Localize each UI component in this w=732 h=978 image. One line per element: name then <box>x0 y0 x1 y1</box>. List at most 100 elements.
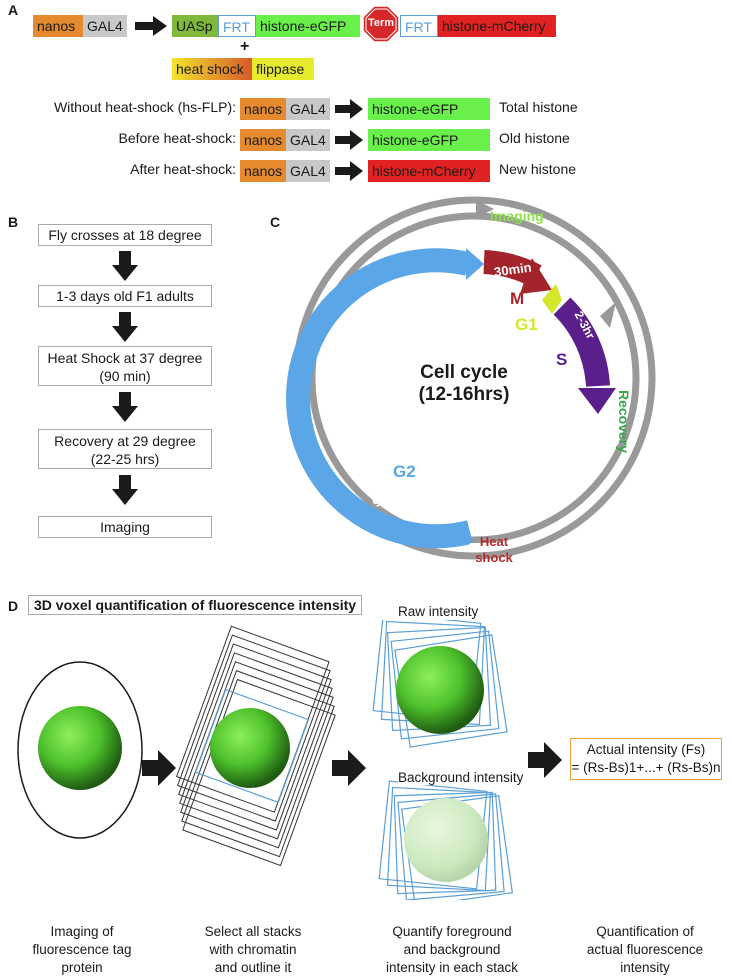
track-arrowhead <box>476 200 494 218</box>
gal4-segment: GAL4 <box>286 129 330 151</box>
g1-marker <box>542 284 562 314</box>
step-caption-imaging: Imaging of fluorescence tag protein <box>20 923 144 977</box>
s-phase-arc <box>553 297 610 388</box>
row-label: Before heat-shock: <box>118 130 236 146</box>
heat-shock-label: Heat shock <box>462 534 526 566</box>
arrow-icon <box>332 750 366 786</box>
terminator-icon <box>362 5 400 43</box>
caption-line: Imaging of <box>50 924 114 939</box>
arrow-icon <box>335 99 363 119</box>
row-label: After heat-shock: <box>130 161 236 177</box>
raw-sphere <box>396 646 484 734</box>
chromatin-outline <box>194 688 310 804</box>
uasp-segment: UASp <box>172 15 218 37</box>
flow-step-text: Fly crosses at 18 degree <box>48 227 202 243</box>
nanos-segment: nanos <box>240 160 286 182</box>
caption-line: intensity in each stack <box>385 960 519 975</box>
gal4-segment: GAL4 <box>83 15 127 37</box>
nanos-segment: nanos <box>240 98 286 120</box>
panel-c-label: C <box>270 214 281 230</box>
row-result: New histone <box>499 161 577 177</box>
step-caption-select: Select all stacks with chromatin and out… <box>182 923 324 977</box>
flow-step-heat-shock: Heat Shock at 37 degree (90 min) <box>38 346 212 386</box>
flow-step-adults: 1-3 days old F1 adults <box>38 285 212 307</box>
cell-cycle-title-line1: Cell cycle <box>420 362 508 383</box>
flow-step-recovery: Recovery at 29 degree (22-25 hrs) <box>38 429 212 469</box>
heat-shock-line2: shock <box>475 550 513 565</box>
caption-line: protein <box>61 960 103 975</box>
quantification-diagram <box>17 620 562 900</box>
track-arrowhead <box>600 302 616 328</box>
s-arrowhead <box>578 388 616 414</box>
plus-sign: + <box>240 38 250 55</box>
nanos-segment: nanos <box>33 15 83 37</box>
g2-arrowhead <box>466 248 484 280</box>
down-arrow-icon <box>112 392 138 422</box>
raw-intensity-label: Raw intensity <box>398 604 479 619</box>
flippase-segment: flippase <box>252 58 314 80</box>
g2-phase-label: G2 <box>393 462 416 481</box>
fluorescent-sphere <box>210 708 290 788</box>
flow-step-text: Imaging <box>100 519 150 535</box>
step-caption-actual: Quantification of actual fluorescence in… <box>568 923 722 977</box>
heat-shock-line1: Heat <box>479 534 509 549</box>
background-intensity-label: Background intensity <box>398 770 524 785</box>
row-result: Total histone <box>499 99 578 115</box>
caption-line: actual fluorescence <box>586 942 704 957</box>
caption-line: with chromatin <box>209 942 297 957</box>
heat-shock-segment: heat shock <box>172 58 252 80</box>
actual-intensity-title: Actual intensity (Fs) <box>586 742 706 757</box>
row-label: Without heat-shock (hs-FLP): <box>53 99 236 115</box>
histone-egfp-segment: histone-eGFP <box>256 15 360 37</box>
arrow-icon <box>335 130 363 150</box>
gal4-segment: GAL4 <box>286 98 330 120</box>
g1-phase-label: G1 <box>515 315 538 334</box>
cell-cycle-title-line2: (12-16hrs) <box>418 384 510 405</box>
flow-step-imaging: Imaging <box>38 516 212 538</box>
caption-line: fluorescence tag <box>32 942 132 957</box>
caption-line: Quantify foreground <box>392 924 512 939</box>
panel-b-label: B <box>8 214 19 230</box>
nanos-segment: nanos <box>240 129 286 151</box>
histone-mcherry-segment: histone-mCherry <box>438 15 556 37</box>
flow-step-text: 1-3 days old F1 adults <box>56 288 194 304</box>
m-phase-label: M <box>510 289 525 308</box>
frt-segment-1: FRT <box>218 15 256 37</box>
caption-line: intensity <box>620 960 670 975</box>
arrow-icon <box>142 750 176 786</box>
gal4-segment: GAL4 <box>286 160 330 182</box>
arrow-icon <box>135 16 167 36</box>
imaging-text: Imaging <box>490 208 544 224</box>
down-arrow-icon <box>112 475 138 505</box>
arrow-icon <box>528 742 562 778</box>
flow-step-crosses: Fly crosses at 18 degree <box>38 224 212 246</box>
down-arrow-icon <box>112 312 138 342</box>
histone-mcherry-segment: histone-mCherry <box>368 160 490 182</box>
panel-a-label: A <box>8 2 19 18</box>
arrow-icon <box>335 161 363 181</box>
down-arrow-icon <box>112 251 138 281</box>
actual-intensity-box: Actual intensity (Fs) = (Rs-Bs)1+...+ (R… <box>570 738 722 780</box>
inner-cycle-track <box>308 212 640 544</box>
cell-cycle-title: Cell cycle (12-16hrs) <box>404 362 524 406</box>
step-caption-quantify: Quantify foreground and background inten… <box>368 923 536 977</box>
histone-egfp-segment: histone-eGFP <box>368 98 490 120</box>
flow-step-text: Heat Shock at 37 degree <box>47 350 203 366</box>
caption-line: Quantification of <box>596 924 694 939</box>
quantification-title: 3D voxel quantification of fluorescence … <box>28 595 363 615</box>
flow-step-text: Recovery at 29 degree <box>54 433 196 449</box>
g2-phase-arc <box>286 248 473 549</box>
m-arrowhead <box>520 258 552 294</box>
caption-line: Select all stacks <box>204 924 302 939</box>
panel-d-label: D <box>8 598 19 614</box>
histone-egfp-segment: histone-eGFP <box>368 129 490 151</box>
terminator-label: Term <box>367 17 395 29</box>
cell-cycle-diagram <box>286 196 656 560</box>
background-sphere <box>404 798 488 882</box>
flow-step-subtext: (22-25 hrs) <box>90 451 160 467</box>
caption-line: and outline it <box>214 960 292 975</box>
actual-intensity-formula: = (Rs-Bs)1+...+ (Rs-Bs)n <box>571 760 721 775</box>
s-phase-label: S <box>556 350 568 369</box>
recovery-label: Recovery <box>616 390 632 454</box>
row-result: Old histone <box>499 130 570 146</box>
